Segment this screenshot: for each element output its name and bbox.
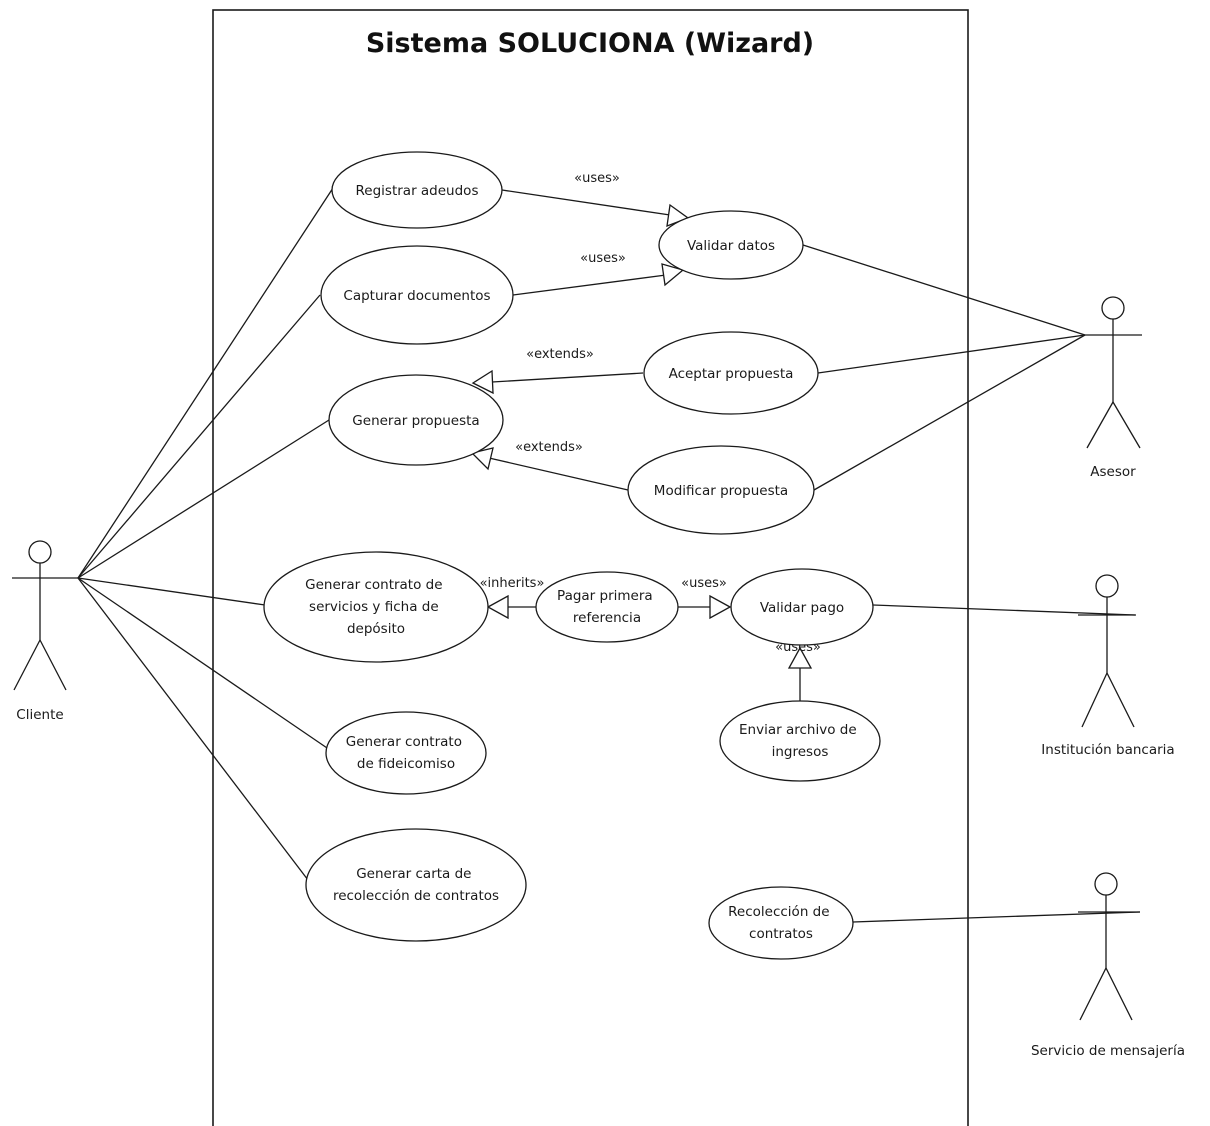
stereotype-uses-capturar: «uses» (580, 251, 626, 266)
label-validar-datos: Validar datos (687, 238, 775, 254)
assoc-cliente-capturar (77, 294, 321, 579)
use-case-generar-contrato-fideicomiso (325, 711, 487, 795)
assoc-cliente-carta (77, 577, 309, 881)
stick-figure-icon (1078, 872, 1140, 1021)
rel-modificar-generar-arrowhead (470, 447, 494, 471)
label-pagar-primera-referencia: Pagar primera referencia (557, 588, 657, 626)
label-enviar-archivo-ingresos: Enviar archivo de ingresos (739, 722, 861, 760)
assoc-cliente-registrar (77, 187, 334, 579)
actor-servicio-mensajeria: Servicio de mensajería (1031, 872, 1185, 1059)
rel-registrar-validar-line (501, 189, 671, 216)
use-case-capturar-documentos (320, 245, 514, 345)
stereotype-inherits: «inherits» (480, 576, 545, 591)
stick-figure-icon (1085, 296, 1142, 449)
use-case-registrar-adeudos (331, 151, 503, 229)
assoc-banco-validar-pago (872, 604, 1136, 616)
label-registrar-adeudos: Registrar adeudos (356, 183, 479, 199)
stereotype-extends-modificar: «extends» (515, 440, 583, 455)
use-case-enviar-archivo-ingresos (719, 700, 881, 782)
system-boundary (212, 9, 969, 1126)
assoc-asesor-modificar (813, 334, 1086, 491)
use-case-modificar-propuesta (627, 445, 815, 535)
label-generar-contrato-fideicomiso: Generar contrato de fideicomiso (346, 734, 467, 772)
rel-pagar-validar-pago-arrowhead (709, 594, 732, 620)
assoc-cliente-generar-propuesta (77, 419, 330, 579)
use-case-generar-propuesta (328, 374, 504, 466)
assoc-asesor-validar-datos (802, 244, 1086, 336)
rel-capturar-validar-arrowhead (661, 263, 685, 287)
use-case-labels: Registrar adeudos Capturar documentos Va… (305, 183, 861, 942)
assoc-mensajeria-recoleccion (852, 911, 1141, 923)
use-case-aceptar-propuesta (643, 331, 819, 415)
label-validar-pago: Validar pago (760, 600, 844, 616)
actor-institucion-bancaria: Institución bancaria (1041, 574, 1175, 758)
stereotype-extends-aceptar: «extends» (526, 347, 594, 362)
label-recoleccion-contratos: Recolección de contratos (728, 904, 834, 942)
label-generar-carta-recoleccion: Generar carta de recolección de contrato… (333, 866, 499, 904)
assoc-cliente-fideicomiso (77, 577, 331, 751)
stereotype-labels: «uses» «uses» «extends» «extends» «inher… (480, 171, 821, 655)
actor-label-cliente: Cliente (16, 707, 63, 723)
label-generar-contrato-servicios: Generar contrato de servicios y ficha de… (305, 577, 447, 637)
use-case-validar-datos (658, 210, 804, 280)
use-case-generar-carta-recoleccion (305, 828, 527, 942)
system-title: Sistema SOLUCIONA (Wizard) (366, 28, 814, 59)
stereotype-uses-registrar: «uses» (574, 171, 620, 186)
associations (77, 187, 1141, 923)
actor-label-asesor: Asesor (1090, 464, 1136, 480)
assoc-asesor-aceptar (817, 334, 1086, 374)
actor-label-institucion-bancaria: Institución bancaria (1041, 742, 1174, 758)
assoc-cliente-contrato-servicios (77, 577, 266, 606)
stick-figure-icon (1078, 574, 1136, 728)
use-case-pagar-primera-referencia (535, 571, 679, 643)
actor-label-servicio-mensajeria: Servicio de mensajería (1031, 1043, 1185, 1059)
actor-asesor: Asesor (1085, 296, 1142, 480)
rel-aceptar-generar-line (491, 372, 644, 383)
use-case-generar-contrato-servicios (263, 551, 489, 663)
label-generar-propuesta: Generar propuesta (352, 413, 479, 429)
rel-enviar-validar-pago-arrowhead (787, 646, 813, 669)
actor-cliente: Cliente (12, 540, 78, 723)
rel-capturar-validar-line (512, 274, 667, 296)
rel-modificar-generar-line (488, 457, 629, 491)
use-case-validar-pago (730, 568, 874, 646)
stick-figure-icon (12, 540, 78, 691)
rel-aceptar-generar-arrowhead (471, 369, 494, 395)
label-aceptar-propuesta: Aceptar propuesta (669, 366, 794, 382)
label-modificar-propuesta: Modificar propuesta (654, 483, 788, 499)
rel-pagar-contrato-arrowhead (486, 594, 509, 620)
label-capturar-documentos: Capturar documentos (343, 288, 490, 304)
use-case-recoleccion-contratos (708, 886, 854, 960)
use-cases (263, 151, 881, 960)
stereotype-uses-validar-pago: «uses» (681, 576, 727, 591)
